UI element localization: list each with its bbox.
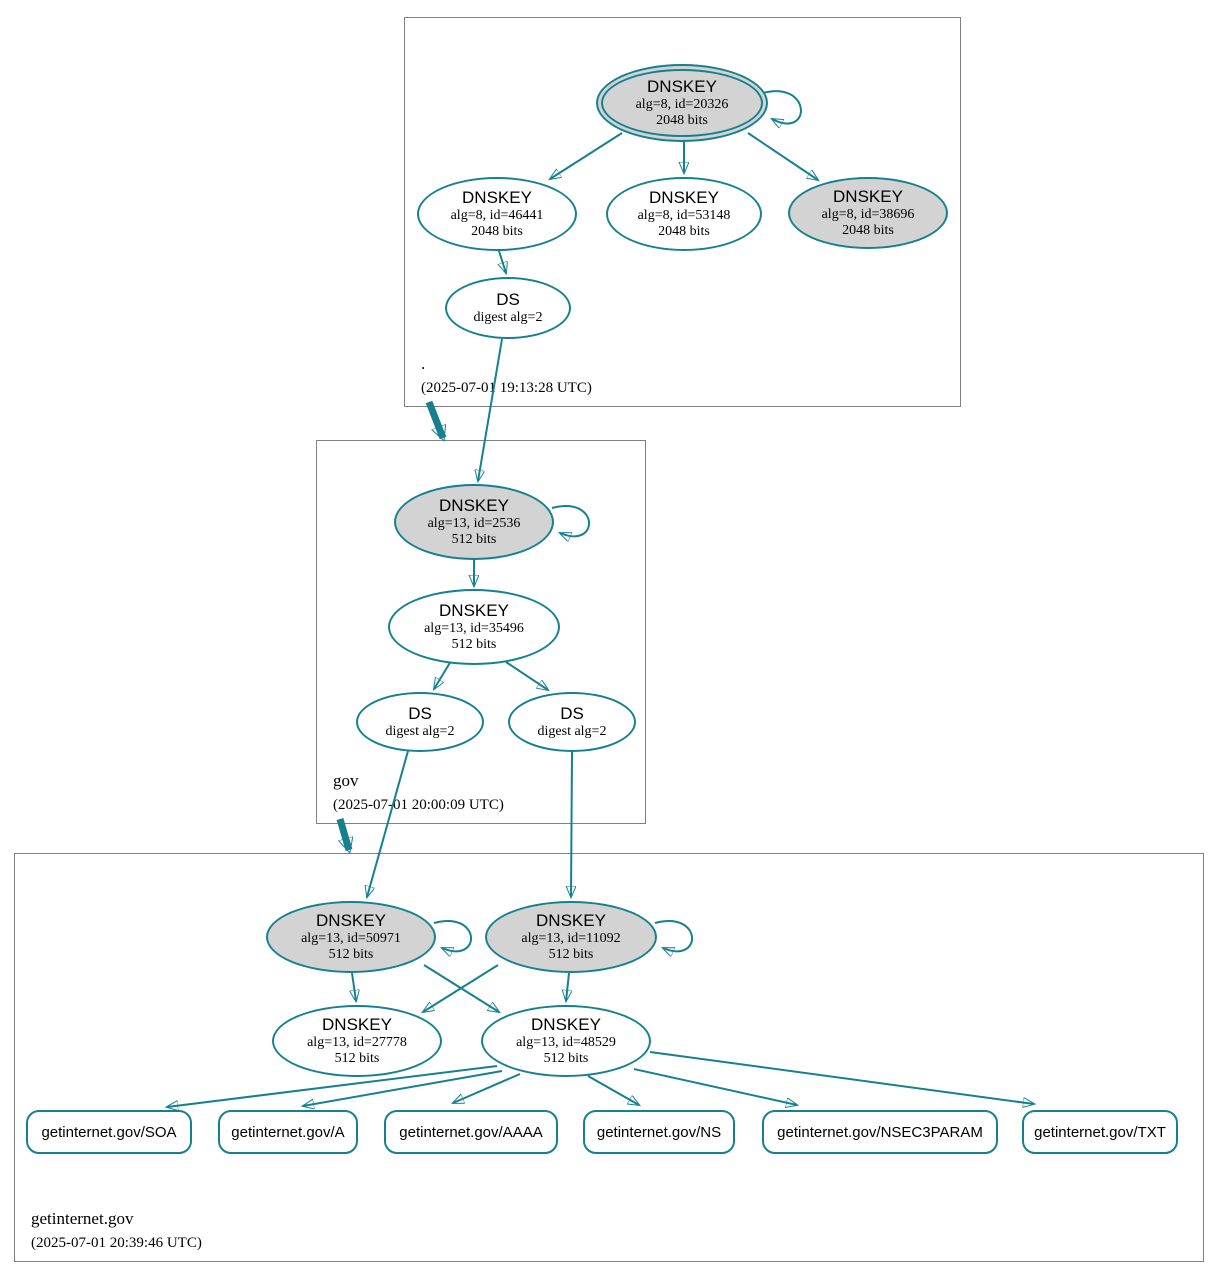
- node-type-label: DS: [560, 704, 584, 724]
- node-detail: 512 bits: [334, 1050, 380, 1066]
- dnskey-node-48529[interactable]: DNSKEY alg=13, id=48529 512 bits: [481, 1005, 651, 1077]
- dnskey-node-53148[interactable]: DNSKEY alg=8, id=53148 2048 bits: [606, 177, 762, 251]
- node-type-label: DNSKEY: [322, 1015, 392, 1035]
- zone-box-getinternet-gov: getinternet.gov (2025-07-01 20:39:46 UTC…: [14, 853, 1204, 1262]
- node-detail: alg=13, id=50971: [301, 930, 401, 946]
- rrset-label: getinternet.gov/TXT: [1034, 1123, 1166, 1141]
- node-type-label: DNSKEY: [439, 601, 509, 621]
- node-type-label: DNSKEY: [833, 187, 903, 207]
- ds-node-root[interactable]: DS digest alg=2: [445, 277, 571, 339]
- zone-box-root: . (2025-07-01 19:13:28 UTC): [404, 17, 961, 407]
- dnskey-node-2536[interactable]: DNSKEY alg=13, id=2536 512 bits: [394, 484, 554, 560]
- node-type-label: DNSKEY: [536, 911, 606, 931]
- dnskey-node-50971[interactable]: DNSKEY alg=13, id=50971 512 bits: [266, 901, 436, 973]
- delegation-arrow-root-to-gov: [425, 400, 447, 438]
- rrset-label: getinternet.gov/AAAA: [399, 1123, 543, 1141]
- node-detail: alg=13, id=2536: [427, 515, 521, 531]
- zone-name: gov: [333, 771, 359, 790]
- node-detail: alg=8, id=38696: [821, 206, 915, 222]
- zone-timestamp: (2025-07-01 19:13:28 UTC): [421, 380, 592, 396]
- node-detail: digest alg=2: [537, 723, 607, 739]
- rrset-label: getinternet.gov/A: [231, 1123, 345, 1141]
- node-type-label: DS: [496, 290, 520, 310]
- rrset-getinternet-gov-ns[interactable]: getinternet.gov/NS: [583, 1110, 735, 1154]
- node-detail: alg=8, id=20326: [635, 96, 729, 112]
- dnskey-node-38696[interactable]: DNSKEY alg=8, id=38696 2048 bits: [788, 177, 948, 249]
- ds-node-gov-1[interactable]: DS digest alg=2: [356, 692, 484, 752]
- rrset-label: getinternet.gov/NS: [596, 1123, 722, 1141]
- rrset-getinternet-gov-nsec3param[interactable]: getinternet.gov/NSEC3PARAM: [762, 1110, 998, 1154]
- node-detail: 512 bits: [328, 946, 374, 962]
- node-detail: 2048 bits: [656, 112, 708, 128]
- node-detail: alg=8, id=53148: [637, 207, 731, 223]
- zone-name: .: [421, 354, 426, 373]
- node-type-label: DS: [408, 704, 432, 724]
- zone-timestamp: (2025-07-01 20:39:46 UTC): [31, 1235, 202, 1251]
- node-detail: 512 bits: [548, 946, 594, 962]
- rrset-getinternet-gov-a[interactable]: getinternet.gov/A: [218, 1110, 358, 1154]
- node-type-label: DNSKEY: [531, 1015, 601, 1035]
- zone-name: getinternet.gov: [31, 1209, 134, 1228]
- node-detail: alg=13, id=27778: [307, 1034, 407, 1050]
- node-type-label: DNSKEY: [647, 77, 717, 97]
- zone-timestamp: (2025-07-01 20:00:09 UTC): [333, 797, 504, 813]
- node-type-label: DNSKEY: [649, 188, 719, 208]
- node-detail: alg=8, id=46441: [450, 207, 544, 223]
- dnskey-node-11092[interactable]: DNSKEY alg=13, id=11092 512 bits: [485, 901, 657, 973]
- dnskey-node-35496[interactable]: DNSKEY alg=13, id=35496 512 bits: [388, 589, 560, 665]
- rrset-label: getinternet.gov/NSEC3PARAM: [777, 1123, 983, 1141]
- rrset-label: getinternet.gov/SOA: [41, 1123, 177, 1141]
- node-detail: 2048 bits: [471, 223, 523, 239]
- node-detail: alg=13, id=48529: [516, 1034, 616, 1050]
- node-detail: 512 bits: [451, 531, 497, 547]
- node-detail: 512 bits: [543, 1050, 589, 1066]
- node-detail: 512 bits: [451, 636, 497, 652]
- node-type-label: DNSKEY: [439, 496, 509, 516]
- node-type-label: DNSKEY: [316, 911, 386, 931]
- node-detail: alg=13, id=11092: [521, 930, 621, 946]
- rrset-getinternet-gov-txt[interactable]: getinternet.gov/TXT: [1022, 1110, 1178, 1154]
- node-type-label: DNSKEY: [462, 188, 532, 208]
- node-detail: digest alg=2: [385, 723, 455, 739]
- rrset-getinternet-gov-soa[interactable]: getinternet.gov/SOA: [26, 1110, 192, 1154]
- dnskey-node-20326[interactable]: DNSKEY alg=8, id=20326 2048 bits: [596, 64, 768, 142]
- node-detail: 2048 bits: [658, 223, 710, 239]
- node-detail: digest alg=2: [473, 309, 543, 325]
- node-detail: alg=13, id=35496: [424, 620, 524, 636]
- dnskey-node-27778[interactable]: DNSKEY alg=13, id=27778 512 bits: [272, 1005, 442, 1077]
- rrset-getinternet-gov-aaaa[interactable]: getinternet.gov/AAAA: [384, 1110, 558, 1154]
- ds-node-gov-2[interactable]: DS digest alg=2: [508, 692, 636, 752]
- dnskey-node-46441[interactable]: DNSKEY alg=8, id=46441 2048 bits: [417, 177, 577, 251]
- node-detail: 2048 bits: [842, 222, 894, 238]
